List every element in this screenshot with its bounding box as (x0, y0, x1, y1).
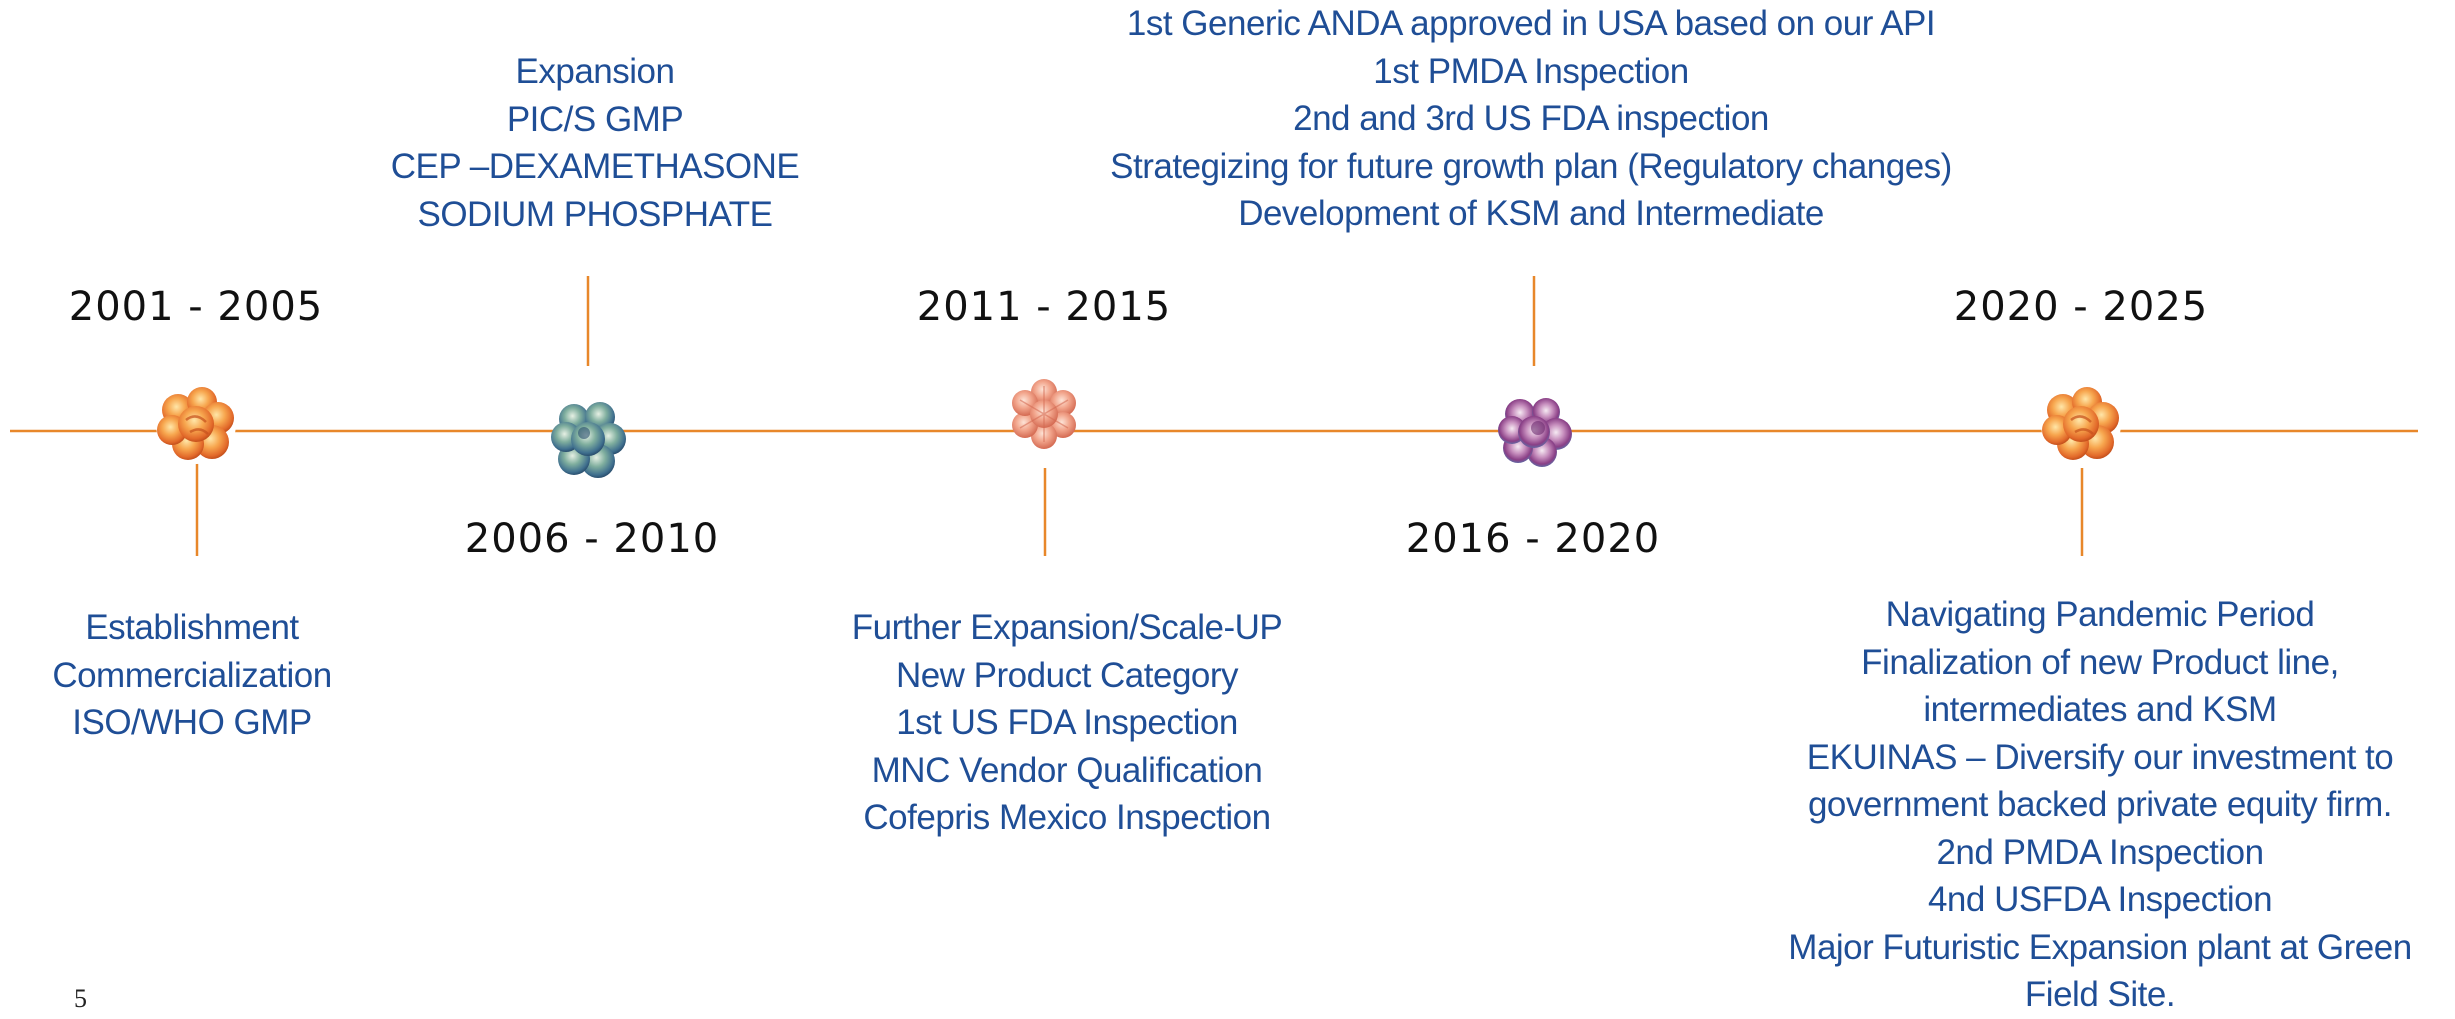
event-text: EKUINAS – Diversify our investment to (1806, 737, 2394, 777)
period-label-2001-2005: 2001 - 2005 (68, 284, 324, 330)
page-number: 5 (74, 984, 87, 1013)
event-text: New Product Category (895, 655, 1239, 695)
event-text: Further Expansion/Scale-UP (851, 608, 1283, 647)
period-label-2016-2020: 2016 - 2020 (1405, 516, 1661, 562)
events-2006-2010: Expansion PIC/S GMP CEP –DEXAMETHASONE S… (391, 48, 800, 238)
event-text: Major Futuristic Expansion plant at Gree… (1788, 927, 2412, 967)
event-text: Establishment (85, 608, 299, 647)
event-text: Field Site. (2024, 975, 2176, 1014)
event-text: Cofepris Mexico Inspection (863, 798, 1271, 837)
purple-blob-flower-icon (1498, 398, 1572, 467)
event-text: Finalization of new Product line, (1861, 642, 2339, 682)
event-text: CEP –DEXAMETHASONE (390, 147, 800, 186)
events-2016-2020: 1st Generic ANDA approved in USA based o… (1110, 0, 1952, 238)
orange-coral-flower-icon (156, 384, 236, 464)
events-2001-2005: Establishment Commercialization ISO/WHO … (52, 604, 332, 747)
event-text: ISO/WHO GMP (72, 703, 312, 742)
event-text: 2nd PMDA Inspection (1936, 832, 2264, 872)
orange-coral-flower-icon (2041, 384, 2121, 464)
event-text: MNC Vendor Qualification (871, 750, 1263, 790)
event-text: 1st US FDA Inspection (896, 703, 1238, 742)
period-label-2006-2010: 2006 - 2010 (464, 516, 720, 562)
event-text: Strategizing for future growth plan (Reg… (1110, 146, 1952, 186)
period-label-2020-2025: 2020 - 2025 (1953, 284, 2209, 330)
event-text: Expansion (515, 52, 675, 91)
event-text: Development of KSM and Intermediate (1238, 194, 1824, 233)
event-text: 2nd and 3rd US FDA inspection (1293, 99, 1769, 138)
event-text: intermediates and KSM (1923, 690, 2277, 729)
events-2011-2015: Further Expansion/Scale-UP New Product C… (852, 604, 1283, 842)
events-2020-2025: Navigating Pandemic Period Finalization … (1788, 591, 2412, 1019)
event-text: Commercialization (52, 655, 332, 695)
event-text: Navigating Pandemic Period (1885, 595, 2315, 634)
event-text: 1st PMDA Inspection (1373, 51, 1689, 91)
event-text: PIC/S GMP (506, 99, 684, 139)
teal-blob-flower-icon (551, 402, 626, 478)
event-text: 1st Generic ANDA approved in USA based o… (1126, 4, 1936, 43)
pink-petal-flower-icon (1012, 379, 1076, 449)
event-text: 4nd USFDA Inspection (1927, 880, 2273, 919)
period-label-2011-2015: 2011 - 2015 (916, 284, 1172, 330)
event-text: government backed private equity firm. (1807, 785, 2393, 824)
event-text: SODIUM PHOSPHATE (417, 194, 773, 234)
